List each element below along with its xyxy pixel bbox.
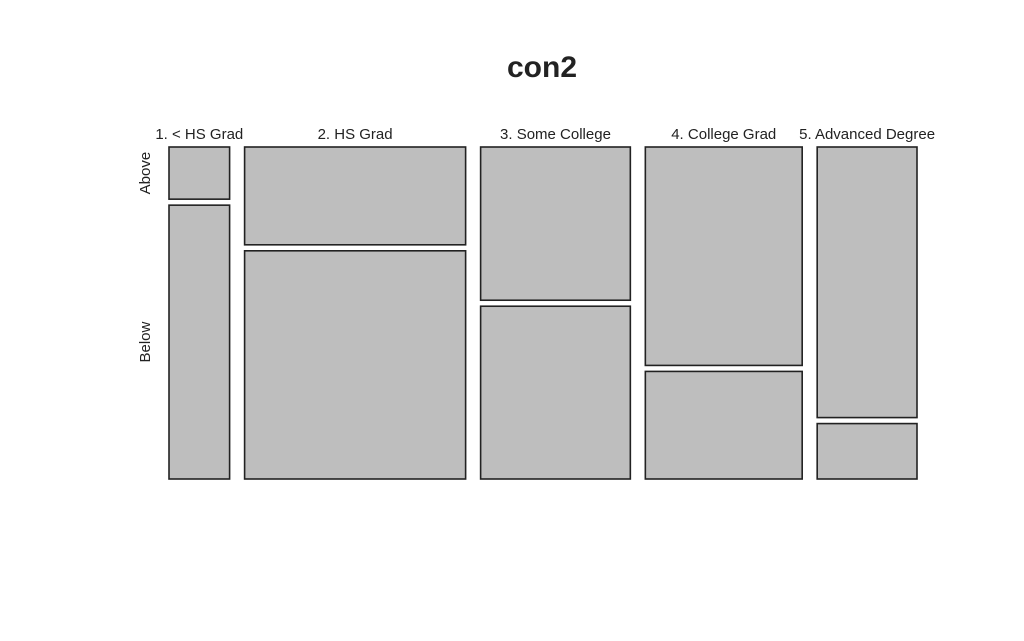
- chart-title: con2: [507, 51, 577, 84]
- x-axis-labels: 1. < HS Grad 2. HS Grad 3. Some College 4. …: [155, 126, 935, 143]
- tile-above-4: [644, 146, 803, 367]
- x-label-2: 2. HS Grad: [318, 126, 393, 143]
- tile-above-5: [816, 146, 918, 419]
- x-label-1: 1. < HS Grad: [155, 126, 243, 143]
- tile-above-2: [243, 146, 467, 246]
- tile-below-2: [243, 250, 467, 480]
- tile-above-1: [168, 146, 231, 200]
- tile-below-5: [816, 422, 918, 480]
- y-label-above: Above: [137, 152, 154, 195]
- tile-above-3: [479, 146, 632, 302]
- x-label-5: 5. Advanced Degree: [799, 126, 935, 143]
- y-label-below: Below: [137, 321, 154, 362]
- x-label-4: 4. College Grad: [671, 126, 776, 143]
- tile-below-3: [479, 305, 632, 480]
- tile-below-1: [168, 204, 231, 480]
- x-label-3: 3. Some College: [500, 126, 611, 143]
- tile-below-4: [644, 370, 803, 480]
- mosaic-tiles: [168, 146, 918, 480]
